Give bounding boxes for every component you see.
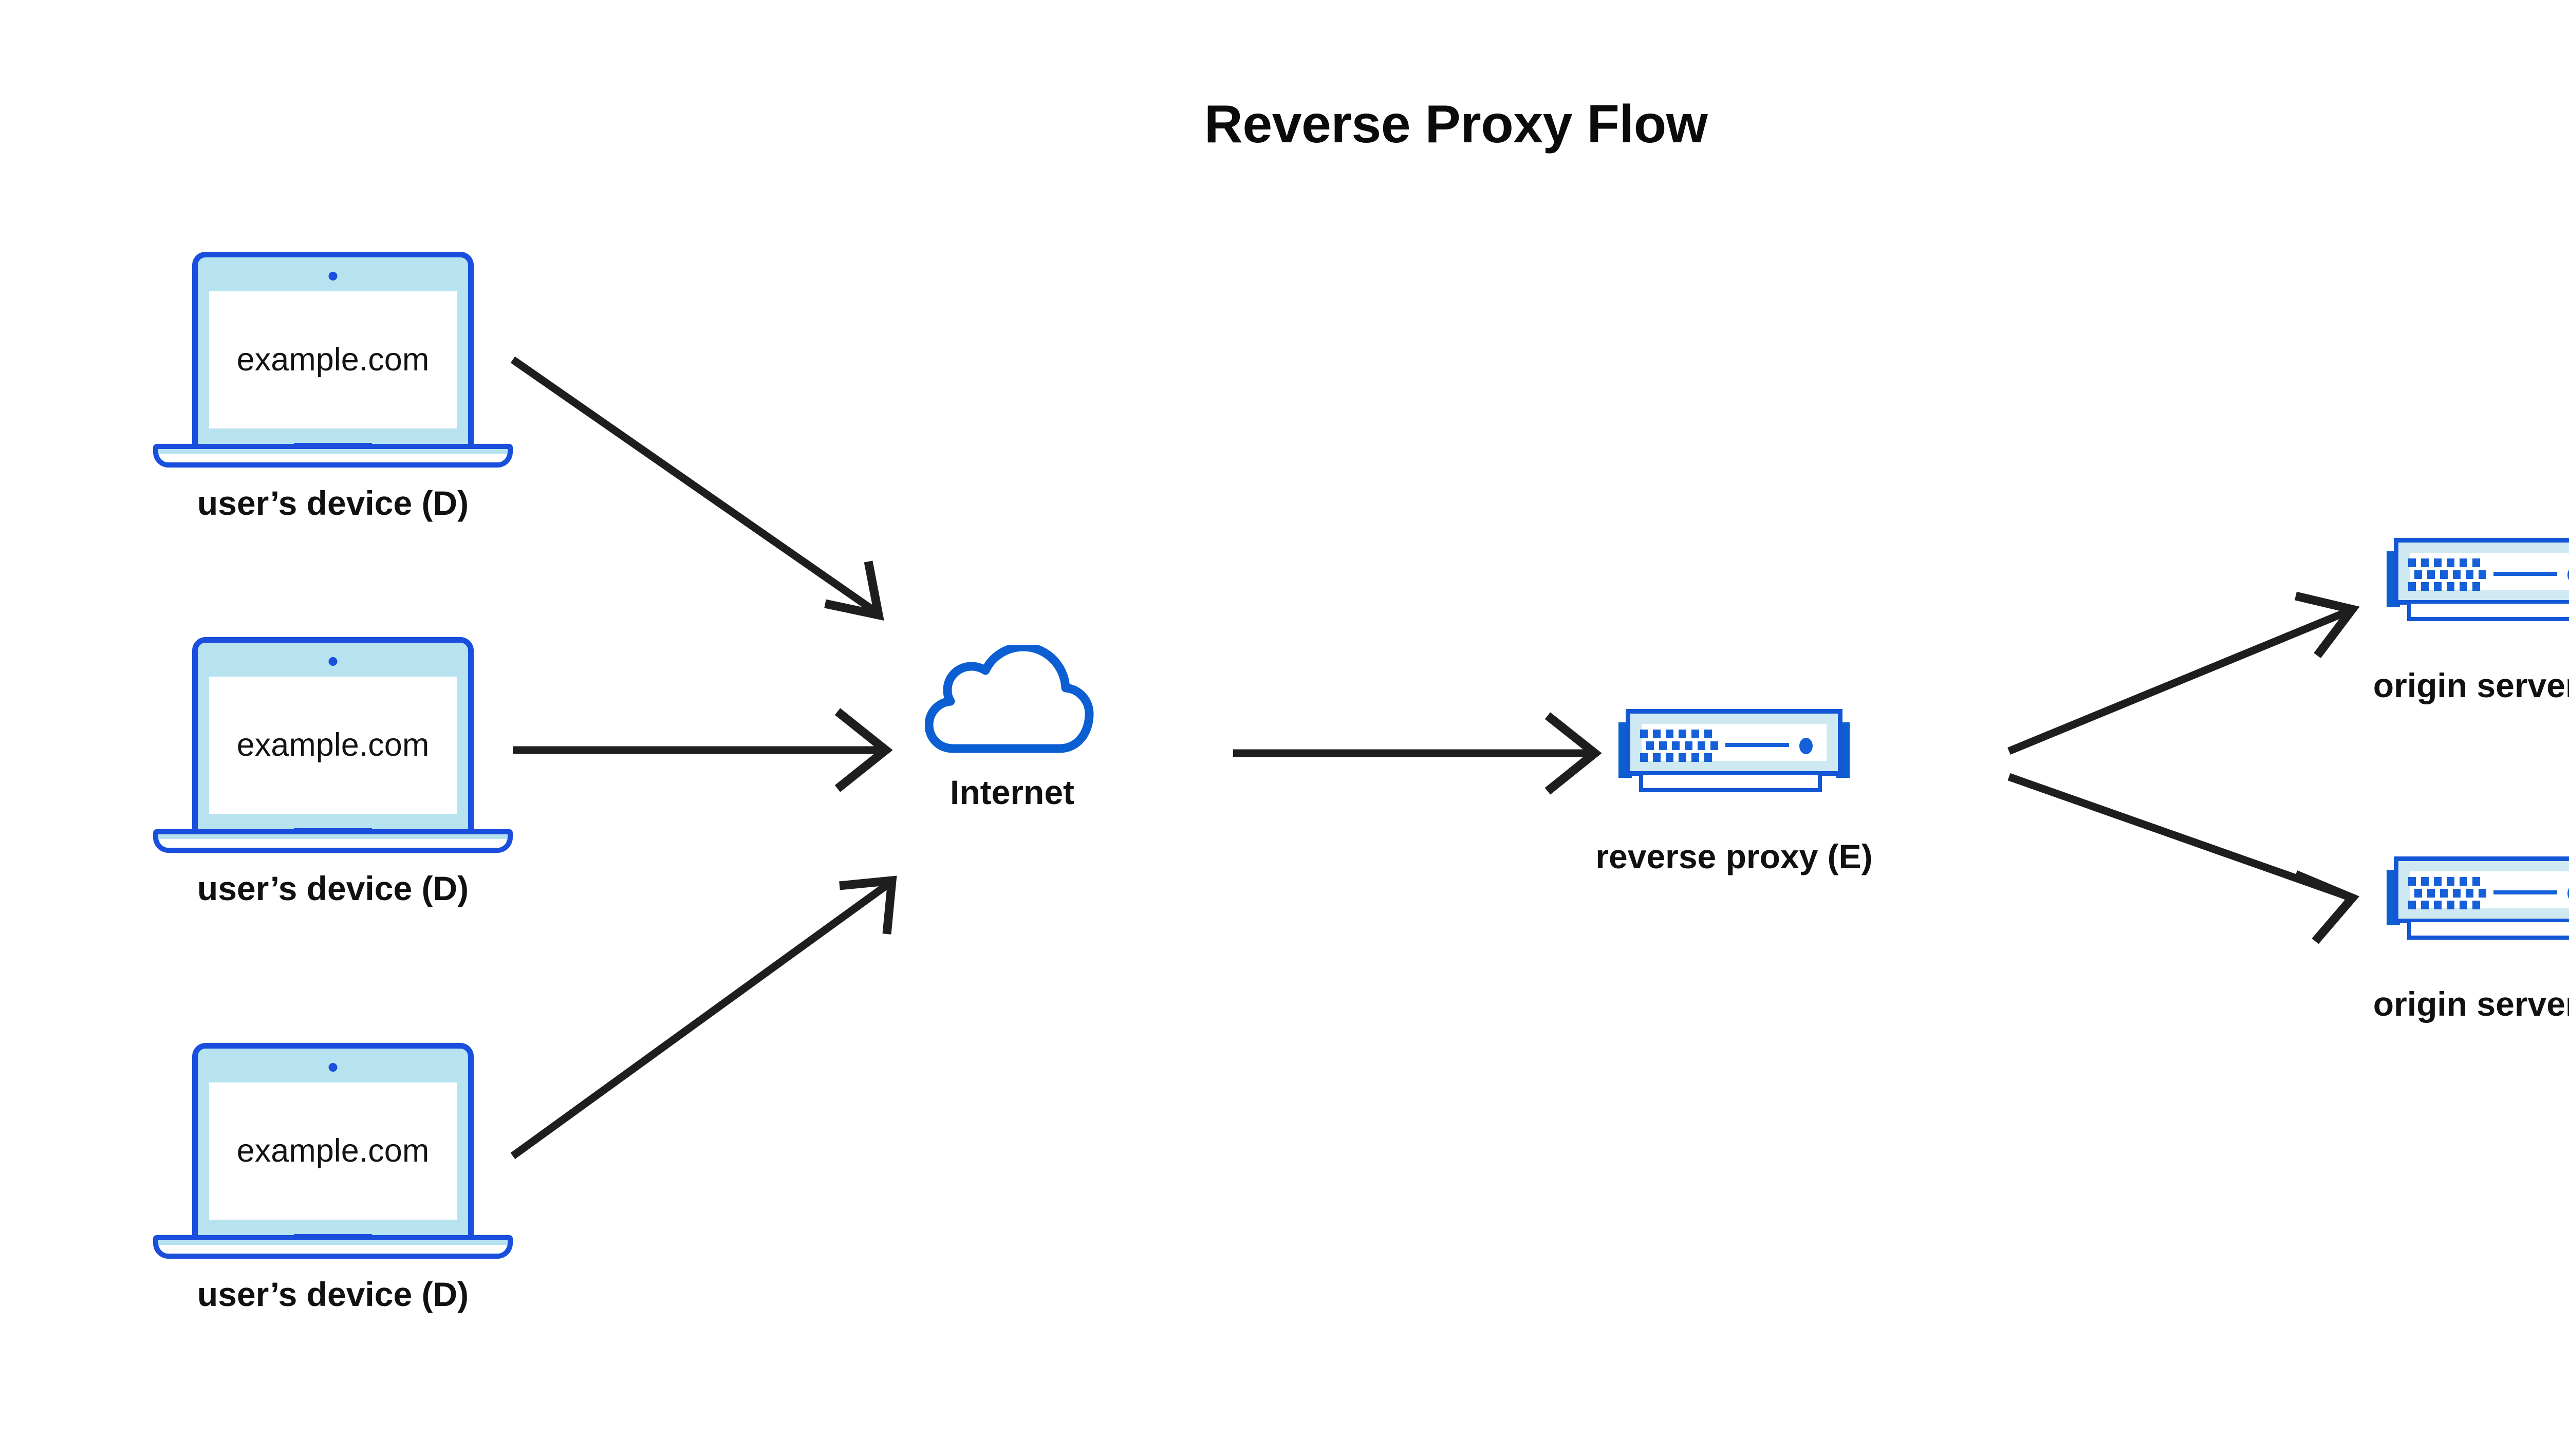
camera-dot-icon [328,1063,338,1072]
server-icon [2387,855,2569,945]
node-origin-2[interactable]: origin server (F) [2373,855,2569,1023]
arrow-client3-to-internet [510,875,897,1160]
server-base-tray [2407,604,2569,621]
cloud-icon [924,642,1100,763]
server-status-bar [2493,890,2557,894]
camera-dot-icon [328,657,338,666]
laptop-base [153,444,513,468]
node-origin-1[interactable]: origin server (F) [2373,537,2569,704]
server-led-icon [2567,885,2569,902]
server-base-tray [2407,922,2569,940]
page-title: Reverse Proxy Flow [1204,95,1708,154]
node-client-1[interactable]: example.com user’s device (D) [153,252,513,522]
arrow-proxy-to-origin1 [2007,591,2360,755]
laptop-base [153,829,513,853]
node-reverse-proxy[interactable]: reverse proxy (E) [1595,708,1873,875]
laptop-lid: example.com [192,252,474,447]
server-vent-grid [1640,730,1718,762]
server-icon [2387,537,2569,627]
laptop-screen: example.com [209,1082,457,1220]
browser-url-text: example.com [236,1133,430,1169]
node-label-internet: Internet [950,773,1075,811]
camera-dot-icon [328,272,338,281]
server-led-icon [2567,567,2569,583]
server-chassis [1626,709,1842,776]
arrow-client2-to-internet [513,708,893,792]
laptop-screen: example.com [209,677,457,814]
server-status-bar [1725,743,1789,747]
laptop-screen: example.com [209,291,457,428]
server-icon [1618,708,1850,798]
server-vent-grid [2408,558,2486,591]
browser-url-text: example.com [236,727,430,763]
node-label-origin-2: origin server (F) [2373,985,2569,1023]
node-label-client-3: user’s device (D) [197,1275,469,1313]
laptop-icon: example.com [153,637,513,853]
arrow-internet-to-proxy [1233,712,1602,795]
node-label-client-1: user’s device (D) [197,484,469,522]
server-base-tray [1639,775,1822,792]
laptop-base [153,1235,513,1259]
server-vent-grid [2408,877,2486,909]
laptop-icon: example.com [153,1043,513,1259]
arrow-client1-to-internet [510,356,884,621]
node-client-3[interactable]: example.com user’s device (D) [153,1043,513,1313]
laptop-icon: example.com [153,252,513,468]
server-led-icon [1799,738,1813,754]
node-client-2[interactable]: example.com user’s device (D) [153,637,513,907]
arrow-proxy-to-origin2 [2007,773,2360,944]
browser-url-text: example.com [236,342,430,378]
node-label-origin-1: origin server (F) [2373,666,2569,704]
laptop-lid: example.com [192,1043,474,1238]
node-internet[interactable]: Internet [924,642,1100,811]
laptop-base-highlight [159,1245,507,1254]
node-label-client-2: user’s device (D) [197,869,469,907]
node-label-reverse-proxy: reverse proxy (E) [1595,837,1873,875]
laptop-base-highlight [159,454,507,462]
laptop-base-highlight [159,839,507,848]
server-status-bar [2493,572,2557,576]
laptop-lid: example.com [192,637,474,832]
